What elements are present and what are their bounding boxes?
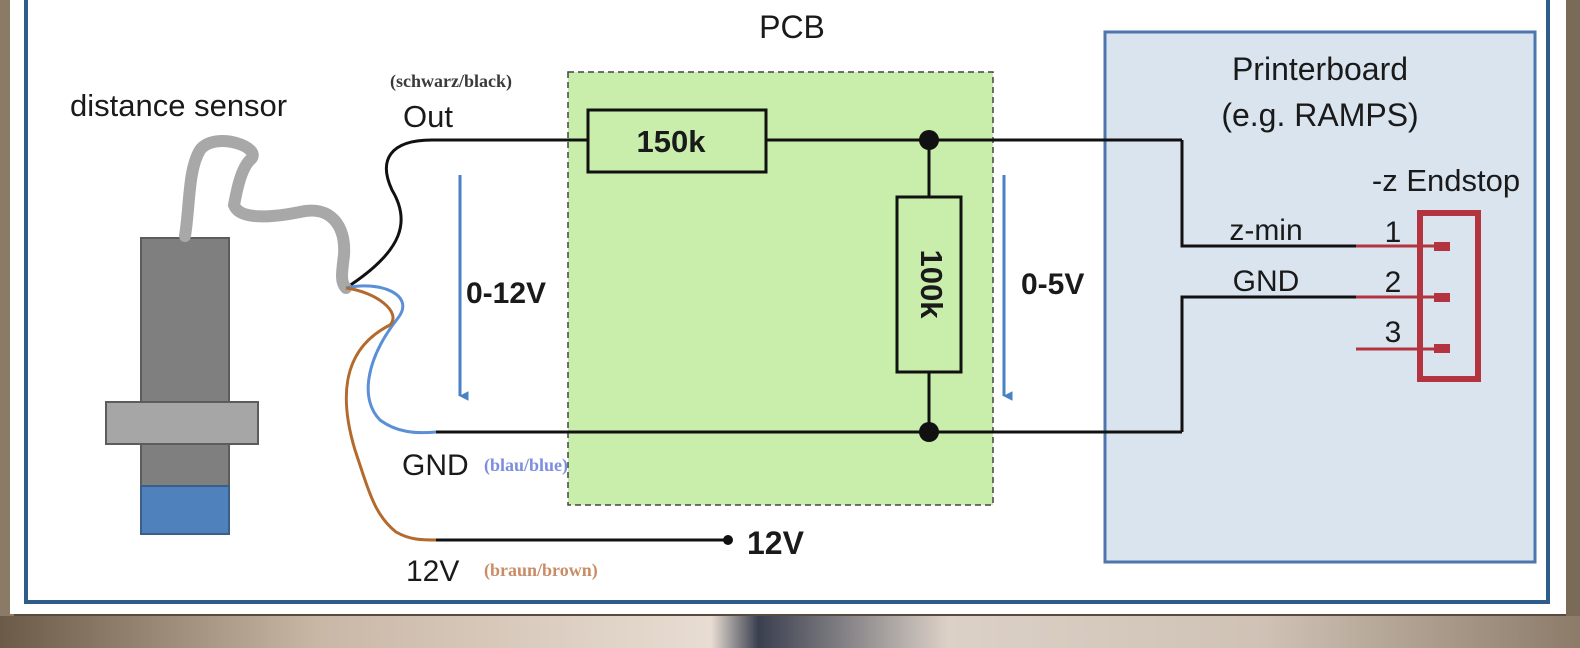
brown-12v-wire: [344, 286, 437, 542]
circuit-wires: [345, 138, 1356, 542]
z-min-label: z-min: [1229, 214, 1302, 247]
blue-gnd-wire: [345, 284, 437, 435]
gnd-pin-label: GND: [402, 449, 469, 482]
endstop-connector: [1356, 210, 1481, 382]
input-voltage-label: 0-12V: [466, 277, 546, 310]
resistor-150k: [586, 108, 768, 174]
sensor-label: distance sensor: [70, 88, 287, 123]
wiring-diagram: PCB Printerboard (e.g. RAMPS) -z Endstop…: [24, 0, 1550, 604]
board-gnd-label: GND: [1233, 265, 1300, 298]
black-wire-note: (schwarz/black): [390, 71, 512, 92]
endstop-title: -z Endstop: [1372, 163, 1520, 198]
pin-1-number: 1: [1385, 216, 1402, 249]
junction-node: [919, 130, 939, 150]
supply-terminal: [723, 535, 733, 545]
output-voltage-label: 0-5V: [1021, 268, 1084, 301]
slide-frame: [24, 0, 1550, 604]
printerboard-title: Printerboard: [1232, 51, 1408, 87]
brown-wire-note: (braun/brown): [484, 560, 598, 581]
diagram-slide: PCB Printerboard (e.g. RAMPS) -z Endstop…: [10, 0, 1566, 614]
printerboard-subtitle: (e.g. RAMPS): [1221, 97, 1418, 133]
resistor-100k-label: 100k: [914, 250, 949, 320]
junction-node: [919, 422, 939, 442]
sensor-cable: [179, 135, 352, 294]
background-right-edge: [1566, 0, 1580, 620]
video-background-strip: [0, 616, 1580, 648]
pin-3-number: 3: [1385, 316, 1402, 349]
resistor-100k: [895, 195, 963, 374]
supply-12v-label: 12V: [747, 525, 805, 561]
resistor-150k-label: 150k: [637, 124, 707, 159]
pcb-title: PCB: [759, 9, 825, 45]
blue-wire-note: (blau/blue): [484, 455, 568, 476]
out-pin-label: Out: [403, 99, 453, 134]
pin-2-number: 2: [1385, 266, 1402, 299]
distance-sensor: [105, 237, 259, 535]
v12-pin-label: 12V: [406, 555, 459, 588]
